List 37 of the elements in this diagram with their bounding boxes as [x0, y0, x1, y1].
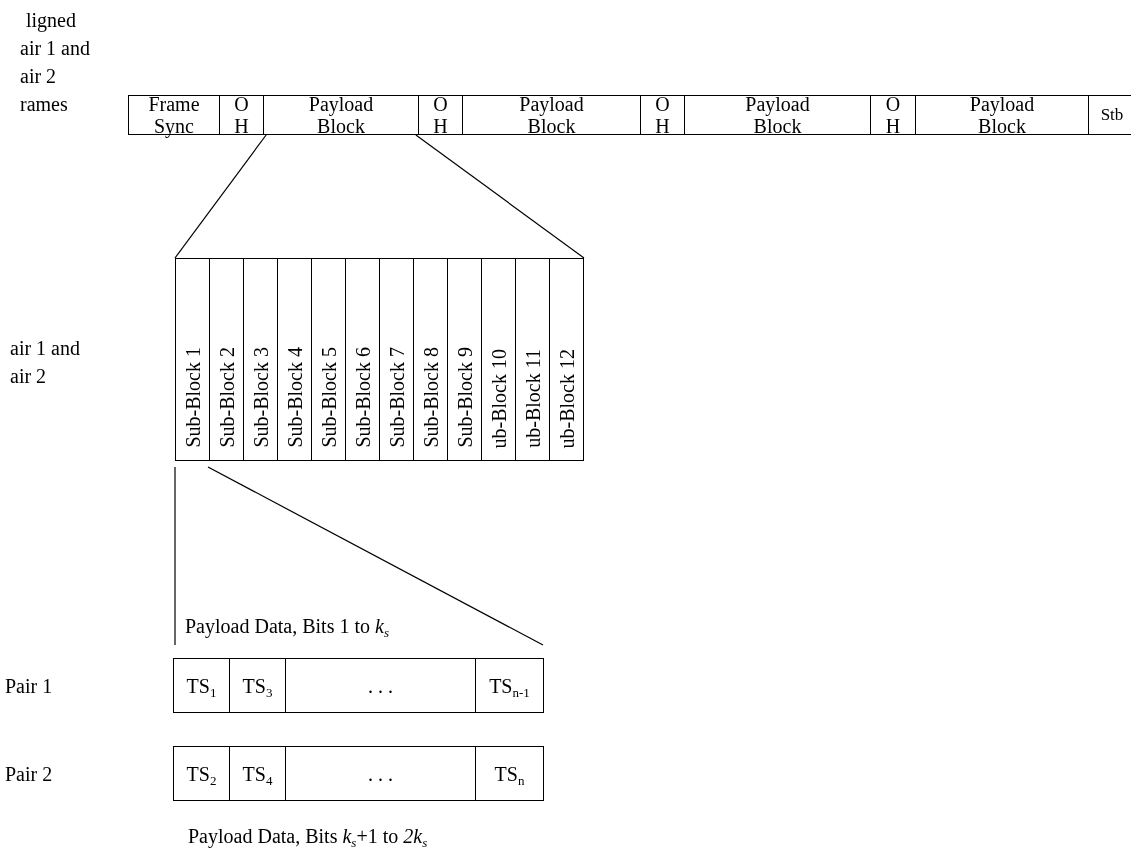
- time-slot-cell: TS$_{2}$: [173, 746, 230, 801]
- time-slot-cell: . . .: [285, 658, 476, 713]
- payload-range-label: Payload Data, Bits 1 to k$_{s}$: [185, 614, 390, 640]
- pair-label: Pair 2: [5, 762, 54, 787]
- sub-block-cell: ub-Block 10: [481, 258, 516, 461]
- time-slot-cell: TS$_{n-1}$: [475, 658, 544, 713]
- row-group-label: ligned air 1 and air 2 rames: [20, 8, 91, 117]
- time-slot-cell: TS$_{3}$: [229, 658, 286, 713]
- sub-block-cell: Sub-Block 6: [345, 258, 380, 461]
- expansion-line: [415, 134, 585, 259]
- sub-block-cell: Sub-Block 9: [447, 258, 482, 461]
- sub-block-cell: ub-Block 12: [549, 258, 584, 461]
- row-group-label: air 1 and air 2: [10, 336, 81, 389]
- frame-field-cell: Payload Block: [462, 95, 641, 135]
- frame-field-cell: Payload Block: [915, 95, 1089, 135]
- time-slot-cell: TS$_{4}$: [229, 746, 286, 801]
- frame-field-cell: O H: [640, 95, 685, 135]
- frame-field-cell: Payload Block: [684, 95, 871, 135]
- sub-block-cell: Sub-Block 1: [175, 258, 210, 461]
- frame-field-cell: O H: [418, 95, 463, 135]
- time-slot-cell: TS$_{1}$: [173, 658, 230, 713]
- payload-range-label: Payload Data, Bits k$_{s}$+1 to 2k$_{s}$: [188, 824, 429, 849]
- sub-block-cell: Sub-Block 2: [209, 258, 244, 461]
- sub-block-cell: Sub-Block 3: [243, 258, 278, 461]
- time-slot-cell: . . .: [285, 746, 476, 801]
- sub-block-cell: Sub-Block 8: [413, 258, 448, 461]
- time-slot-cell: TS$_{n}$: [475, 746, 544, 801]
- frame-field-cell: O H: [870, 95, 916, 135]
- pair-label: Pair 1: [5, 674, 54, 699]
- sub-block-cell: Sub-Block 4: [277, 258, 312, 461]
- sub-block-cell: ub-Block 11: [515, 258, 550, 461]
- frame-field-cell: Payload Block: [263, 95, 419, 135]
- expansion-line: [174, 134, 267, 259]
- frame-field-cell: O H: [219, 95, 264, 135]
- sub-block-cell: Sub-Block 7: [379, 258, 414, 461]
- sub-block-cell: Sub-Block 5: [311, 258, 346, 461]
- frame-field-cell: Stb: [1088, 95, 1131, 135]
